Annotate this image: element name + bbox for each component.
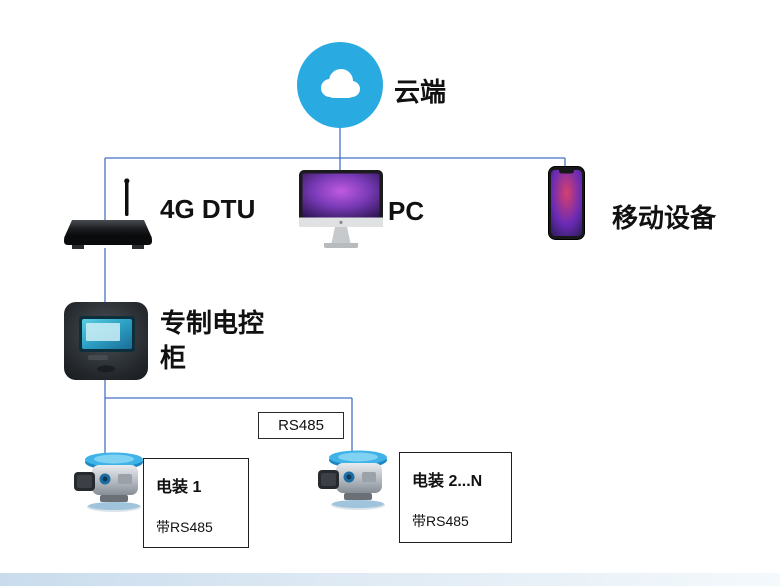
mobile-label: 移动设备 <box>612 203 717 233</box>
actuator-2-title: 电装 2...N <box>412 473 483 490</box>
imac-icon <box>298 170 384 259</box>
rs485-bus-label-box: RS485 <box>258 412 344 439</box>
actuator-1-title: 电装 1 <box>156 479 202 496</box>
actuator-1-subtitle: 带RS485 <box>156 519 213 535</box>
control-cabinet-icon <box>64 300 148 387</box>
actuator-2-box: 电装 2...N 带RS485 <box>399 452 512 543</box>
router-icon <box>62 178 154 261</box>
actuator-2-subtitle: 带RS485 <box>412 513 469 529</box>
pc-label: PC <box>388 196 425 226</box>
actuator-1-icon <box>72 452 150 519</box>
smartphone-icon <box>548 166 585 245</box>
rs485-bus-label: RS485 <box>278 417 324 434</box>
bottom-gradient-strip <box>0 573 780 586</box>
cloud-label: 云端 <box>394 77 447 107</box>
actuator-2-icon <box>316 450 394 517</box>
dtu-label: 4G DTU <box>160 194 256 224</box>
actuator-1-box: 电装 1 带RS485 <box>143 458 249 548</box>
cabinet-label: 专制电控柜 <box>160 308 265 374</box>
cloud-icon <box>297 42 383 133</box>
